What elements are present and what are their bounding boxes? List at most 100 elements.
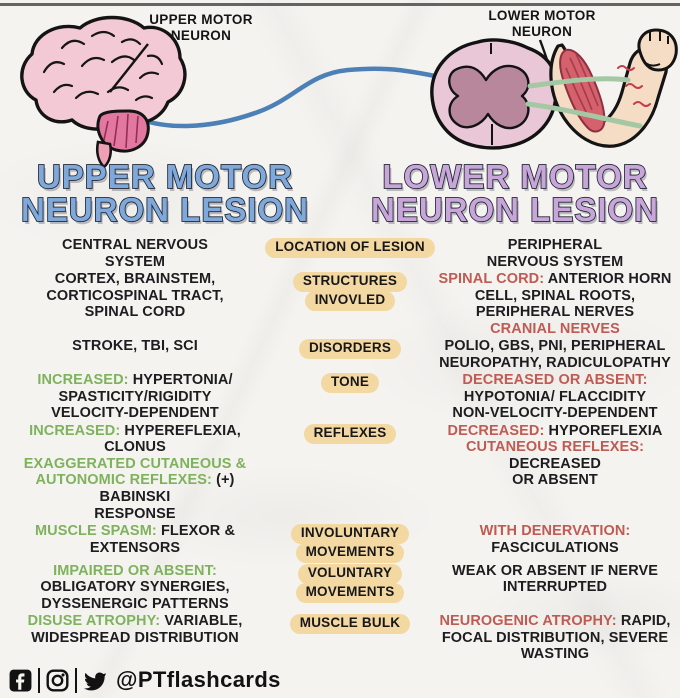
lmn-cell: WITH DENERVATION: FASCICULATIONS (436, 523, 674, 556)
lmn-cell: DECREASED OR ABSENT: HYPOTONIA/ FLACCIDI… (436, 372, 674, 422)
umn-title-line2: NEURON LESION (20, 191, 310, 228)
label-pill: INVOLUNTARY (290, 524, 410, 544)
label-pill: MOVEMENTS (295, 582, 405, 603)
row-label: DISORDERS (264, 338, 436, 360)
brain-gyri-lines (42, 30, 164, 102)
umn-cell: INCREASED: HYPERTONIA/ SPASTICITY/RIGIDI… (6, 372, 264, 422)
lmn-cell: DECREASED: HYPOREFLEXIA CUTANEOUS REFLEX… (436, 423, 674, 489)
table-row: DISUSE ATROPHY: VARIABLE, WIDESPREAD DIS… (6, 613, 674, 663)
lmn-text-segment: WITH DENERVATION: (479, 523, 631, 540)
lmn-text-segment: PERIPHERAL NERVOUS SYSTEM (486, 237, 624, 270)
brainstem (95, 140, 113, 169)
lmn-text-segment: CRANIAL NERVES (490, 320, 620, 337)
umn-text-segment: INCREASED: (29, 422, 125, 439)
lmn-cell: WEAK OR ABSENT IF NERVE INTERRUPTED (436, 563, 674, 596)
umn-text-segment: STROKE, TBI, SCI (72, 338, 198, 355)
table-row: CORTEX, BRAINSTEM, CORTICOSPINAL TRACT, … (6, 271, 674, 337)
icon-separator (75, 667, 77, 693)
label-pill: LOCATION OF LESION (265, 238, 435, 258)
umn-lesion-title: UPPER MOTOR NEURON LESION (0, 158, 330, 228)
row-label: REFLEXES (264, 423, 436, 444)
row-label: MUSCLE BULK (264, 613, 436, 635)
spinal-cord-illustration (430, 38, 559, 150)
lmn-title-line2: NEURON LESION (370, 191, 660, 228)
brain-illustration (20, 15, 187, 169)
facebook-icon (9, 669, 32, 691)
lmn-text-segment: NEUROGENIC ATROPHY: (439, 613, 621, 630)
lmn-text-segment: DECREASED OR ABSENT (509, 455, 601, 489)
cerebellum-folds (103, 113, 139, 149)
umn-text-segment: VARIABLE, WIDESPREAD DISTRIBUTION (31, 613, 243, 646)
twitch-squiggles (617, 65, 651, 107)
label-pill: VOLUNTARY (297, 563, 403, 584)
umn-text-segment: OBLIGATORY SYNERGIES, DYSSENERGIC PATTER… (40, 579, 230, 612)
upper-motor-neuron-label: UPPER MOTOR NEURON (149, 12, 253, 43)
lmn-text-segment: DECREASED: (447, 422, 549, 439)
fist (637, 28, 678, 72)
table-row: INCREASED: HYPERTONIA/ SPASTICITY/RIGIDI… (6, 372, 674, 422)
lmn-text-segment: WEAK OR ABSENT IF NERVE INTERRUPTED (451, 562, 659, 596)
lmn-text-segment: CUTANEOUS REFLEXES: (465, 439, 645, 456)
umn-title-line1: UPPER MOTOR (36, 158, 294, 195)
lmn-title-line1: LOWER MOTOR (382, 158, 648, 195)
umn-text-segment: EXAGGERATED CUTANEOUS & AUTONOMIC REFLEX… (23, 455, 247, 489)
row-label: LOCATION OF LESION (264, 237, 436, 258)
umn-text-segment: INCREASED: (37, 372, 133, 389)
umn-cell: CORTEX, BRAINSTEM, CORTICOSPINAL TRACT, … (6, 271, 264, 321)
umn-cell: CENTRAL NERVOUS SYSTEM (6, 237, 264, 270)
social-handle: @PTflashcards (116, 667, 281, 692)
lmn-text-segment: HYPOREFLEXIA (548, 422, 663, 439)
umn-text-segment: HYPERTONIA/ SPASTICITY/RIGIDITY VELOCITY… (51, 372, 233, 422)
label-pill: MOVEMENTS (295, 542, 405, 563)
umn-cell: INCREASED: HYPEREFLEXIA, CLONUS EXAGGERA… (6, 423, 264, 522)
comparison-table: CENTRAL NERVOUS SYSTEM LOCATION OF LESION… (6, 237, 674, 663)
instagram-icon (46, 669, 69, 691)
lmn-cell: NEUROGENIC ATROPHY: RAPID, FOCAL DISTRIB… (436, 613, 674, 663)
footer-social-bar: @PTflashcards (8, 667, 281, 693)
gray-matter (448, 64, 530, 130)
lmn-text-segment: RAPID, FOCAL DISTRIBUTION, SEVERE WASTIN… (441, 613, 671, 663)
table-row: CENTRAL NERVOUS SYSTEM LOCATION OF LESION… (6, 237, 674, 270)
umn-text-segment: FLEXOR & EXTENSORS (89, 523, 236, 556)
lower-motor-neuron-nerve-paths (525, 76, 643, 129)
umn-cell: DISUSE ATROPHY: VARIABLE, WIDESPREAD DIS… (6, 613, 264, 646)
arm-illustration (549, 28, 678, 148)
lmn-lesion-title: LOWER MOTOR NEURON LESION (350, 158, 680, 228)
lmn-text-segment: POLIO, GBS, PNI, PERIPHERAL NEUROPATHY, … (439, 338, 671, 371)
umn-text-segment: CENTRAL NERVOUS SYSTEM (62, 237, 208, 270)
lower-motor-neuron-label: LOWER MOTOR NEURON (488, 8, 596, 39)
fist-knuckle-lines (643, 31, 669, 67)
umn-text-segment: MUSCLE SPASM: (34, 523, 161, 540)
lmn-text-segment: DECREASED OR ABSENT: (462, 372, 648, 389)
lmn-cell: PERIPHERAL NERVOUS SYSTEM (436, 237, 674, 270)
label-pill: STRUCTURES (292, 272, 408, 292)
lmn-text-segment: FASCICULATIONS (491, 539, 619, 556)
table-row: IMPAIRED OR ABSENT: OBLIGATORY SYNERGIES… (6, 563, 674, 613)
lmn-text-segment: HYPOTONIA/ FLACCIDITY NON-VELOCITY-DEPEN… (452, 388, 658, 422)
umn-cell: STROKE, TBI, SCI (6, 338, 264, 355)
label-pill: MUSCLE BULK (289, 614, 411, 635)
umn-text-segment: (+) BABINSKI RESPONSE (94, 472, 235, 522)
table-row: INCREASED: HYPEREFLEXIA, CLONUS EXAGGERA… (6, 423, 674, 522)
twitter-icon (84, 672, 106, 690)
umn-text-segment: HYPEREFLEXIA, CLONUS (104, 422, 241, 456)
lmn-text-segment: ANTERIOR HORN CELL, SPINAL ROOTS, PERIPH… (474, 271, 672, 321)
label-pill: TONE (320, 373, 380, 394)
top-border-line (0, 3, 680, 6)
lmn-text-segment: SPINAL CORD: (438, 271, 548, 288)
umn-text-segment: IMPAIRED OR ABSENT: (53, 562, 217, 579)
umn-cell: MUSCLE SPASM: FLEXOR & EXTENSORS (6, 523, 264, 556)
illustration (20, 15, 678, 169)
muscle (559, 48, 606, 133)
lmn-cell: SPINAL CORD: ANTERIOR HORN CELL, SPINAL … (436, 271, 674, 337)
icon-separator (38, 667, 40, 693)
lmn-cell: POLIO, GBS, PNI, PERIPHERAL NEUROPATHY, … (436, 338, 674, 371)
umn-pointer-line (109, 43, 149, 93)
row-label: TONE (264, 372, 436, 394)
